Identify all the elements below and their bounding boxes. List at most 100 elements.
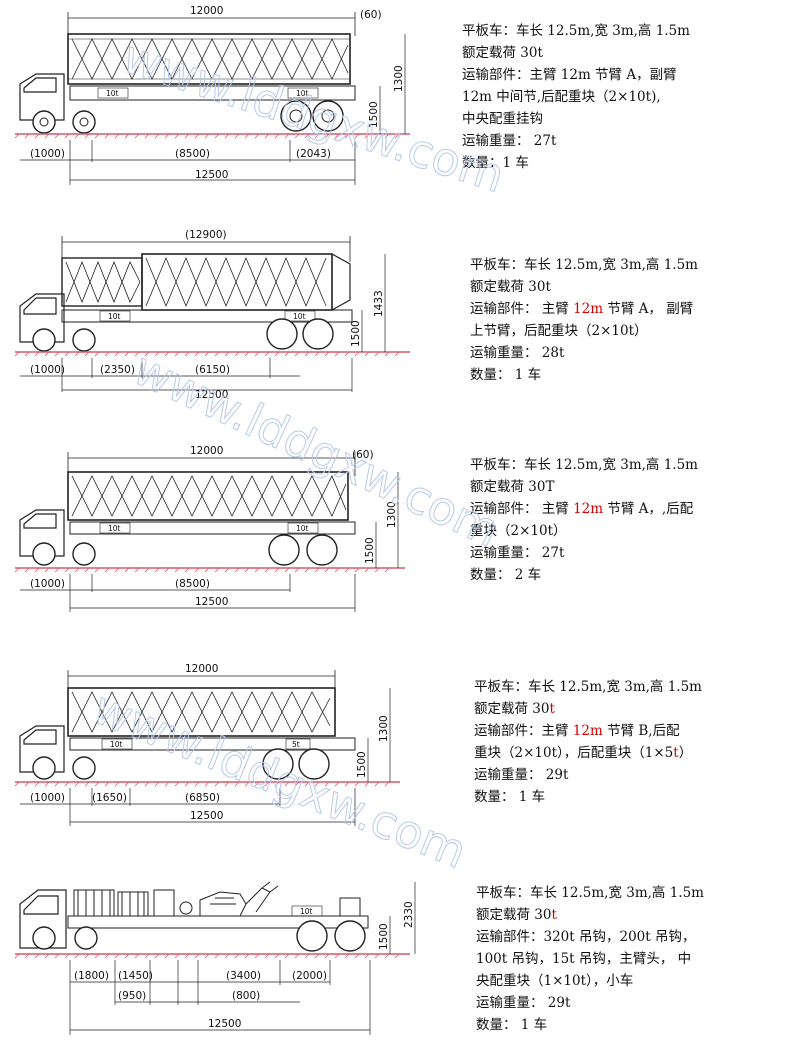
spec-line: 平板车：车长 12.5m,宽 3m,高 1.5m <box>470 457 698 473</box>
spec-line: 数量： 1 车 <box>470 367 542 383</box>
seg-dim-1: (1000) <box>30 578 65 590</box>
boom-truss-lattice <box>65 256 327 308</box>
spec-line: 额定载荷 30T <box>470 479 555 495</box>
spec-line: 运输重量： 27t <box>462 133 557 149</box>
wheel <box>72 110 96 134</box>
wheel <box>306 534 338 566</box>
seg-dim-2: (8500) <box>175 578 210 590</box>
wheel <box>32 756 56 780</box>
wheel <box>268 534 300 566</box>
transport-panel-4: 12000 10t 5t 1300 1500 (1000) (16 <box>0 656 790 846</box>
counterweight-label-a: 10t <box>108 312 121 321</box>
spec-line: 重块（2×10t） <box>470 523 567 539</box>
top-right-dim: (60) <box>352 449 374 461</box>
spec-line: 运输重量： 28t <box>470 345 565 361</box>
wheel <box>296 920 328 952</box>
wheel <box>262 748 294 780</box>
transport-panel-1: 12000 (60) 10t 10t 1300 <box>0 0 790 200</box>
spec-line: 运输部件：主臂 12m 节臂 B,后配 <box>474 723 680 739</box>
top-length-dim: (12900) <box>185 229 227 241</box>
height-total-dim: 1300 <box>386 501 398 528</box>
wheel <box>74 926 98 950</box>
height-total-dim: 1300 <box>393 65 405 92</box>
wheel <box>32 328 56 352</box>
spec-line: 平板车：车长 12.5m,宽 3m,高 1.5m <box>476 885 704 901</box>
truck-cab <box>19 293 65 343</box>
spec-line: 运输部件： 主臂 12m 节臂 A， 副臂 <box>470 301 694 317</box>
height-total-dim: 1433 <box>373 290 385 317</box>
spec-block-3: 平板车：车长 12.5m,宽 3m,高 1.5m 额定载荷 30T 运输部件： … <box>470 454 698 586</box>
truck-cab <box>19 73 65 121</box>
counterweight-label-a: 10t <box>300 907 313 916</box>
counterweight-label-b: 5t <box>292 740 300 749</box>
seg-dim-1: (1000) <box>30 364 65 376</box>
spec-line: 平板车：车长 12.5m,宽 3m,高 1.5m <box>474 679 702 695</box>
height-total-dim: 1300 <box>378 715 390 742</box>
seg-dim-2: (2350) <box>100 364 135 376</box>
seg-dim-3: (3400) <box>226 970 261 982</box>
spec-line: 上节臂，后配重块（2×10t） <box>470 323 648 339</box>
counterweight-label-a: 10t <box>106 89 119 98</box>
counterweight-label-b: 10t <box>296 524 309 533</box>
total-length-dim: 12500 <box>190 810 223 822</box>
total-length-dim: 12500 <box>195 596 228 608</box>
spec-line: 运输部件：320t 吊钩，200t 吊钩， <box>476 929 696 945</box>
spec-line: 运输重量： 29t <box>476 995 571 1011</box>
deck-height-dim: 1500 <box>368 101 380 128</box>
deck-height-dim: 1500 <box>356 751 368 778</box>
spec-line: 央配重块（1×10t），小车 <box>476 973 634 989</box>
spec-line: 12m 中间节,后配重块（2×10t), <box>462 89 661 105</box>
seg-dim-4: (2000) <box>292 970 327 982</box>
seg-dim-5: (950) <box>118 990 146 1002</box>
trailer-drawing-3: 12000 (60) 10t 10t 1300 1500 (1000) <box>14 445 405 612</box>
counterweight-label-a: 10t <box>108 524 121 533</box>
counterweight-label-b: 10t <box>296 89 309 98</box>
wheel <box>302 318 334 350</box>
wheel <box>280 100 312 132</box>
total-length-dim: 12500 <box>195 169 228 181</box>
seg-dim-1: (1800) <box>74 970 109 982</box>
wheel <box>72 328 96 352</box>
transport-panel-3: 12000 (60) 10t 10t 1300 1500 (1000) <box>0 440 790 630</box>
wheel <box>334 920 366 952</box>
truck-cab <box>19 509 65 557</box>
spec-line: 运输重量： 29t <box>474 767 569 783</box>
wheel <box>72 756 96 780</box>
deck-height-dim: 1500 <box>378 923 390 950</box>
seg-dim-6: (800) <box>232 990 260 1002</box>
spec-line: 额定载荷 30t <box>476 907 557 923</box>
truck-cab <box>19 725 65 773</box>
spec-line: 额定载荷 30t <box>462 45 543 61</box>
seg-dim-3: (2043) <box>296 148 331 160</box>
total-length-dim: 12500 <box>195 389 228 401</box>
spec-line: 运输部件：主臂 12m 节臂 A，副臂 <box>462 67 677 83</box>
top-length-dim: 12000 <box>185 663 218 675</box>
hook-blocks <box>73 881 279 917</box>
deck-height-dim: 1500 <box>350 320 362 347</box>
spec-line: 运输重量： 27t <box>470 545 565 561</box>
trailer-drawing-1: 12000 (60) 10t 10t 1300 <box>14 5 410 185</box>
spec-line: 额定载荷 30t <box>474 701 555 717</box>
spec-line: 重块（2×10t），后配重块（1×5t） <box>474 745 693 761</box>
spec-line: 数量： 1 车 <box>476 1017 548 1033</box>
height-total-dim: 2330 <box>403 901 415 928</box>
seg-dim-2: (1650) <box>92 792 127 804</box>
spec-block-5: 平板车：车长 12.5m,宽 3m,高 1.5m 额定载荷 30t 运输部件：3… <box>476 882 704 1036</box>
spec-block-1: 平板车：车长 12.5m,宽 3m,高 1.5m 额定载荷 30t 运输部件：主… <box>462 20 690 174</box>
wheel <box>72 542 96 566</box>
spec-line: 数量： 2 车 <box>470 567 542 583</box>
trailer-drawing-5: 10t 2330 1500 (1800) (1450) (3400) (2000… <box>14 881 416 1035</box>
boom-truss-lattice <box>71 475 347 517</box>
wheel <box>32 110 56 134</box>
transport-panel-5: 10t 2330 1500 (1800) (1450) (3400) (2000… <box>0 870 790 1060</box>
seg-dim-1: (1000) <box>30 792 65 804</box>
spec-line: 额定载荷 30t <box>470 279 551 295</box>
spec-line: 平板车：车长 12.5m,宽 3m,高 1.5m <box>470 257 698 273</box>
trailer-drawing-4: 12000 10t 5t 1300 1500 (1000) (16 <box>14 663 400 826</box>
top-right-dim: (60) <box>360 9 382 21</box>
deck-height-dim: 1500 <box>364 537 376 564</box>
truck-cab <box>19 889 67 949</box>
spec-line: 中央配重挂钩 <box>462 111 543 127</box>
wheel <box>32 542 56 566</box>
boom-truss-lattice <box>71 691 331 733</box>
